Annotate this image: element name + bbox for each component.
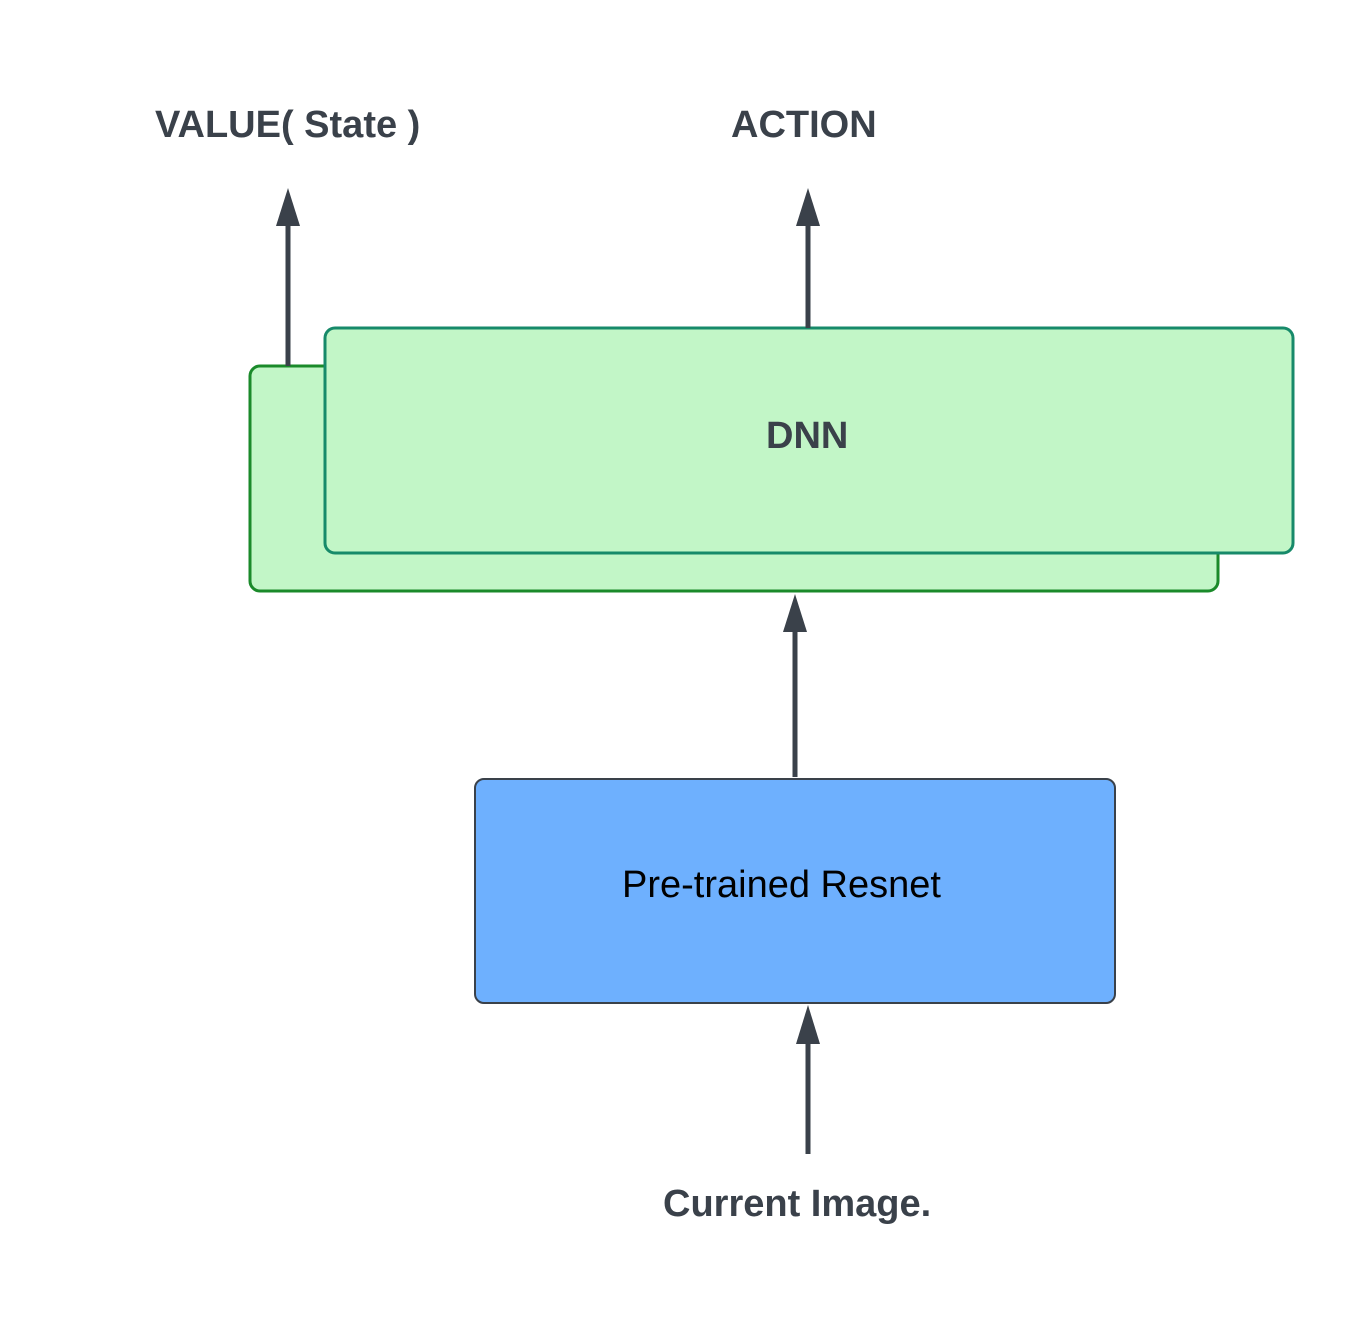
action-output-label: ACTION — [731, 104, 877, 146]
input-to-resnet-arrow-head — [796, 1005, 820, 1044]
dnn-label: DNN — [766, 415, 849, 457]
action-arrow-head — [796, 188, 820, 226]
resnet-to-dnn-arrow-head — [783, 594, 807, 632]
value-output-label: VALUE( State ) — [155, 104, 421, 146]
value-arrow-head — [276, 188, 300, 226]
input-label: Current Image. — [663, 1183, 932, 1225]
resnet-label: Pre-trained Resnet — [622, 864, 941, 906]
resnet-box — [474, 778, 1116, 1004]
